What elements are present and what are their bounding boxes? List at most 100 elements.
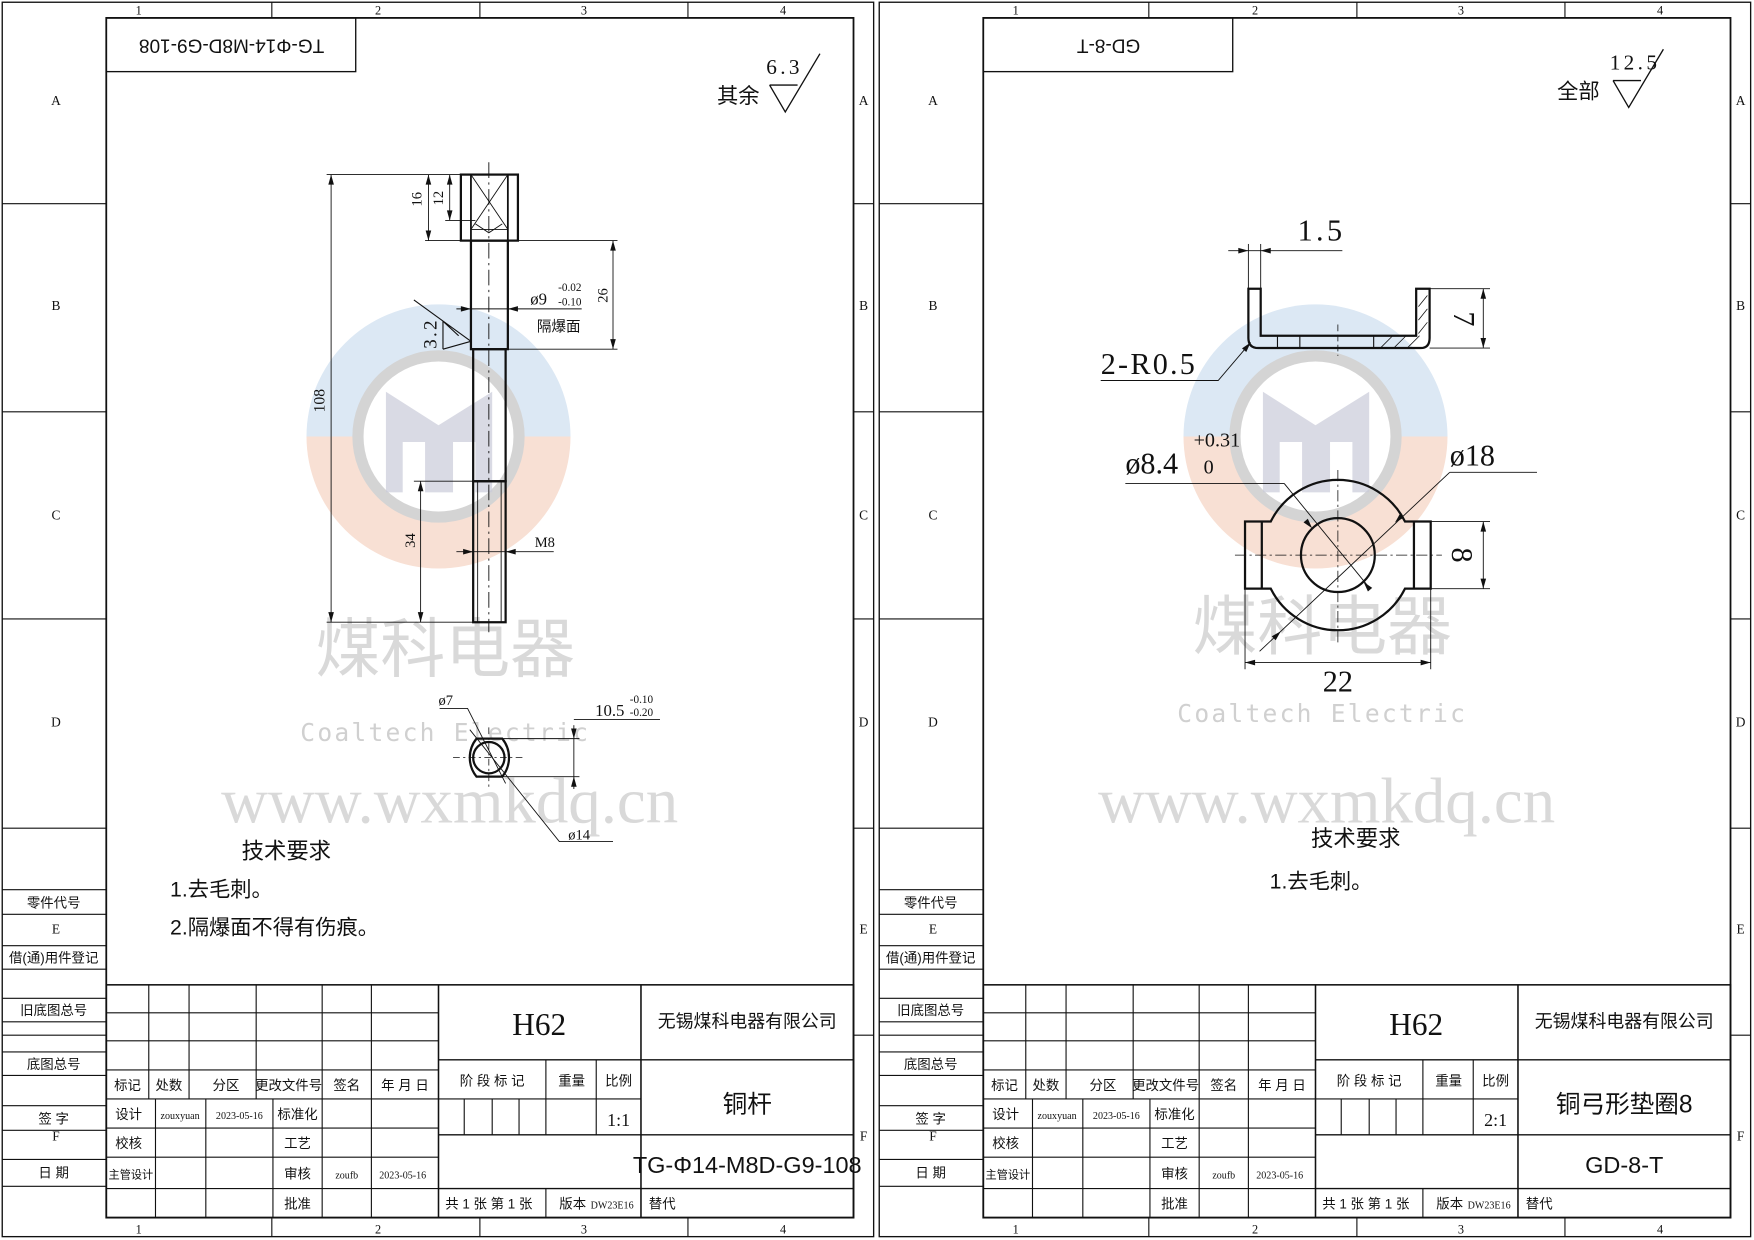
arrowhead [1245, 659, 1256, 666]
approve-label: 批准 [284, 1197, 311, 1212]
zone-col-label: 3 [1458, 1222, 1464, 1236]
hatching [1380, 295, 1428, 349]
arrowhead [1238, 247, 1249, 254]
side-label-5: 日 期 [38, 1165, 69, 1180]
side-label-3: 底图总号 [904, 1057, 958, 1072]
title-block [982, 984, 1732, 1219]
dim-inner-dia: ø7 [439, 693, 454, 709]
zone-row-label: F [860, 1128, 867, 1143]
check-label: 校核 [992, 1135, 1019, 1151]
rev-header-2: 分区 [213, 1078, 240, 1093]
chief-design-label: 主管设计 [986, 1167, 1031, 1181]
arrowhead [1363, 581, 1373, 592]
review-label: 审核 [1161, 1166, 1188, 1181]
zone-row-label: A [928, 93, 938, 108]
review-date: 2023-05-16 [379, 1170, 426, 1181]
tol-lower: -0.20 [630, 707, 654, 719]
dim-thickness: 1.5 [1298, 214, 1346, 248]
designer-name: zouxyuan [161, 1111, 200, 1122]
arrowhead [425, 174, 432, 185]
tech-title: 技术要求 [1311, 826, 1400, 851]
tech-item: 1.去毛刺。 [170, 877, 273, 901]
dim-tab-width: 8 [1445, 548, 1479, 563]
arrowhead [610, 339, 616, 350]
tol-lower: -0.10 [558, 297, 582, 309]
dim-hole-dia: ø8.4 [1125, 446, 1178, 480]
side-label-2: 旧底图总号 [20, 1003, 87, 1018]
scale-label: 比例 [605, 1074, 632, 1089]
zone-row-label: B [928, 298, 937, 313]
tol-upper: -0.10 [630, 694, 654, 706]
surface-roughness-value: 12.5 [1610, 50, 1661, 74]
part-name: 铜弓形垫圈8 [1556, 1090, 1693, 1118]
roughness-symbol [413, 299, 472, 350]
tech-title: 技术要求 [242, 838, 331, 863]
drawing-number: TG-Φ14-M8D-G9-108 [633, 1152, 862, 1178]
watermark-logo-m [1262, 391, 1370, 493]
zone-col-label: 4 [1657, 4, 1663, 18]
arrowhead [1242, 342, 1251, 352]
side-label-5: 日 期 [915, 1165, 946, 1180]
zone-col-label: 3 [581, 1222, 587, 1236]
zone-col-label: 1 [1013, 1222, 1019, 1236]
zone-col-label: 4 [780, 1222, 786, 1236]
dim-thread: M8 [535, 535, 555, 551]
arrowhead [446, 174, 453, 185]
surface-roughness-value: 6.3 [766, 55, 803, 79]
weight-label: 重量 [1435, 1074, 1462, 1089]
review-label: 审核 [284, 1166, 311, 1181]
mirrored-code: TG-Φ14-M8D-G9-108 [139, 35, 324, 56]
watermark-logo-m [385, 391, 493, 493]
side-label-4: 签 字 [915, 1111, 946, 1127]
dim-outer-dia: ø18 [1450, 439, 1495, 473]
company-name: 无锡煤科电器有限公司 [658, 1011, 837, 1031]
approve-label: 批准 [1161, 1197, 1188, 1212]
zone-row-label: B [51, 298, 60, 313]
company-name: 无锡煤科电器有限公司 [1535, 1011, 1714, 1031]
arrowhead [1271, 631, 1281, 641]
arrowhead [425, 230, 432, 241]
watermark-cn: 煤科电器 [315, 614, 574, 686]
arrowhead [460, 306, 471, 312]
chief-design-label: 主管设计 [109, 1167, 154, 1181]
zone-col-label: 4 [780, 4, 786, 18]
zone-col-label: 2 [375, 1222, 381, 1236]
tech-item: 1.去毛刺。 [1270, 870, 1373, 894]
arrowhead [1480, 521, 1487, 532]
rev-header-4: 签名 [333, 1077, 360, 1093]
leader-outer [1259, 471, 1451, 652]
zone-col-label: 4 [1657, 1222, 1663, 1236]
dim-radius: 2-R0.5 [1101, 347, 1197, 381]
design-date: 2023-05-16 [1093, 1111, 1140, 1122]
zone-row-label: D [928, 714, 938, 729]
seal-surface-note: 隔爆面 [537, 318, 581, 335]
reviewer-name: zoufb [335, 1170, 358, 1181]
rev-header-4: 签名 [1210, 1077, 1237, 1093]
watermark-en: Coaltech Electric [300, 718, 590, 747]
zone-row-label: A [51, 93, 61, 108]
sheet-count: 共 1 张 第 1 张 [1322, 1196, 1410, 1212]
zone-row-label: A [859, 93, 869, 108]
title-block [105, 984, 855, 1219]
leader-hole [1283, 483, 1370, 588]
zone-col-label: 2 [375, 4, 381, 18]
dim-height: 7 [1447, 311, 1481, 326]
process-label: 工艺 [284, 1136, 311, 1151]
design-label: 设计 [115, 1107, 142, 1122]
version-value: DW23E16 [1468, 1201, 1511, 1212]
rod-head [459, 173, 520, 242]
dim-outer-dia: ø14 [568, 827, 591, 843]
mirrored-code-box [105, 17, 357, 73]
arrowhead [463, 548, 474, 555]
zone-row-label: B [859, 298, 868, 313]
arrowhead [1480, 337, 1487, 349]
scale-label: 比例 [1482, 1074, 1509, 1089]
watermark-en: Coaltech Electric [1177, 699, 1467, 728]
rev-header-0: 标记 [114, 1078, 141, 1093]
rev-header-3: 更改文件号 [1132, 1078, 1199, 1093]
part-rod-drawing [459, 162, 520, 633]
zone-row-label: F [1737, 1128, 1744, 1143]
zone-col-label: 2 [1252, 1222, 1258, 1236]
